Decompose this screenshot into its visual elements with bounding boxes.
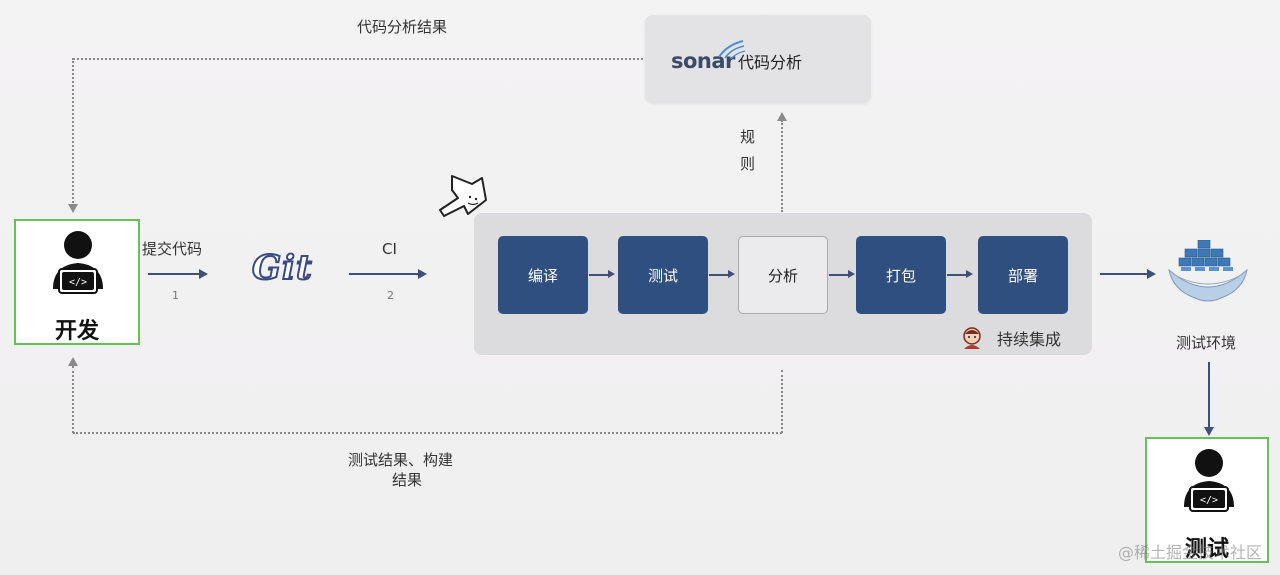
sonar-label: 代码分析 bbox=[738, 53, 803, 72]
stage-arrow-2 bbox=[709, 274, 729, 276]
stage-arrow-2-head bbox=[728, 270, 735, 278]
ci-step-number: 2 bbox=[387, 289, 394, 302]
submit-code-label: 提交代码 bbox=[142, 240, 203, 258]
stage-package[interactable]: 打包 bbox=[856, 236, 946, 314]
test-build-result-line2: 结果 bbox=[392, 471, 423, 489]
svg-text:</>: </> bbox=[69, 277, 87, 288]
submit-arrow-head bbox=[199, 269, 208, 279]
code-analysis-result-label: 代码分析结果 bbox=[357, 18, 448, 36]
stage-arrow-4 bbox=[947, 274, 967, 276]
tester-box: </> 测试 bbox=[1145, 437, 1269, 563]
tester-name: 测试 bbox=[1184, 537, 1229, 562]
jenkins-butler-icon bbox=[963, 327, 981, 349]
deploy-arrow-head bbox=[1147, 269, 1156, 279]
sonar-box: sonar 代码分析 bbox=[645, 15, 871, 103]
docker-whale-icon bbox=[1168, 240, 1248, 302]
feedback-line-bottom bbox=[73, 432, 782, 434]
rules-line bbox=[781, 120, 783, 212]
ci-arrow-line bbox=[349, 273, 419, 275]
test-env-arrow-line bbox=[1208, 362, 1210, 428]
svg-text:</>: </> bbox=[1200, 495, 1218, 506]
feedback-line-top bbox=[73, 58, 643, 60]
stage-test[interactable]: 测试 bbox=[618, 236, 708, 314]
developer-box: </> 开发 bbox=[14, 219, 140, 345]
stage-arrow-1 bbox=[589, 274, 609, 276]
watermark: @稀土掘金技术社区 bbox=[1117, 543, 1262, 562]
deploy-arrow-line bbox=[1100, 273, 1148, 275]
continuous-integration-label: 持续集成 bbox=[997, 330, 1062, 349]
stage-arrow-3 bbox=[829, 274, 849, 276]
ci-label: CI bbox=[382, 240, 397, 258]
sonar-wave-icon bbox=[718, 40, 746, 59]
tester-laptop-icon: </> bbox=[1184, 449, 1234, 512]
rules-arrow bbox=[777, 112, 787, 121]
test-build-result-line1: 测试结果、构建 bbox=[348, 451, 454, 469]
feedback-arrow-top bbox=[68, 204, 78, 213]
feedback-line-bottom-left bbox=[72, 366, 74, 433]
rules-label-char-1: 规 bbox=[740, 128, 756, 146]
stage-arrow-3-head bbox=[848, 270, 855, 278]
developer-name: 开发 bbox=[54, 319, 99, 344]
feedback-arrow-bottom bbox=[68, 357, 78, 366]
rules-label-char-2: 则 bbox=[740, 155, 756, 173]
submit-step-number: 1 bbox=[172, 289, 179, 302]
stage-arrow-4-head bbox=[966, 270, 973, 278]
stage-deploy[interactable]: 部署 bbox=[978, 236, 1068, 314]
test-environment-label: 测试环境 bbox=[1176, 334, 1237, 352]
sonar-logo: sonar bbox=[671, 40, 746, 73]
ci-arrow-head bbox=[418, 269, 427, 279]
stage-arrow-1-head bbox=[608, 270, 615, 278]
feedback-line-bottom-right bbox=[781, 370, 783, 433]
test-env-arrow-head bbox=[1204, 427, 1214, 436]
submit-arrow-line bbox=[148, 273, 200, 275]
git-logo: Git bbox=[251, 247, 313, 289]
stage-analyze[interactable]: 分析 bbox=[738, 236, 828, 314]
stage-compile[interactable]: 编译 bbox=[498, 236, 588, 314]
sonar-logo-text: sonar bbox=[671, 49, 735, 73]
feedback-line-top-left bbox=[72, 58, 74, 206]
developer-laptop-icon: </> bbox=[53, 231, 103, 294]
cursor-arrow-icon bbox=[439, 175, 487, 217]
